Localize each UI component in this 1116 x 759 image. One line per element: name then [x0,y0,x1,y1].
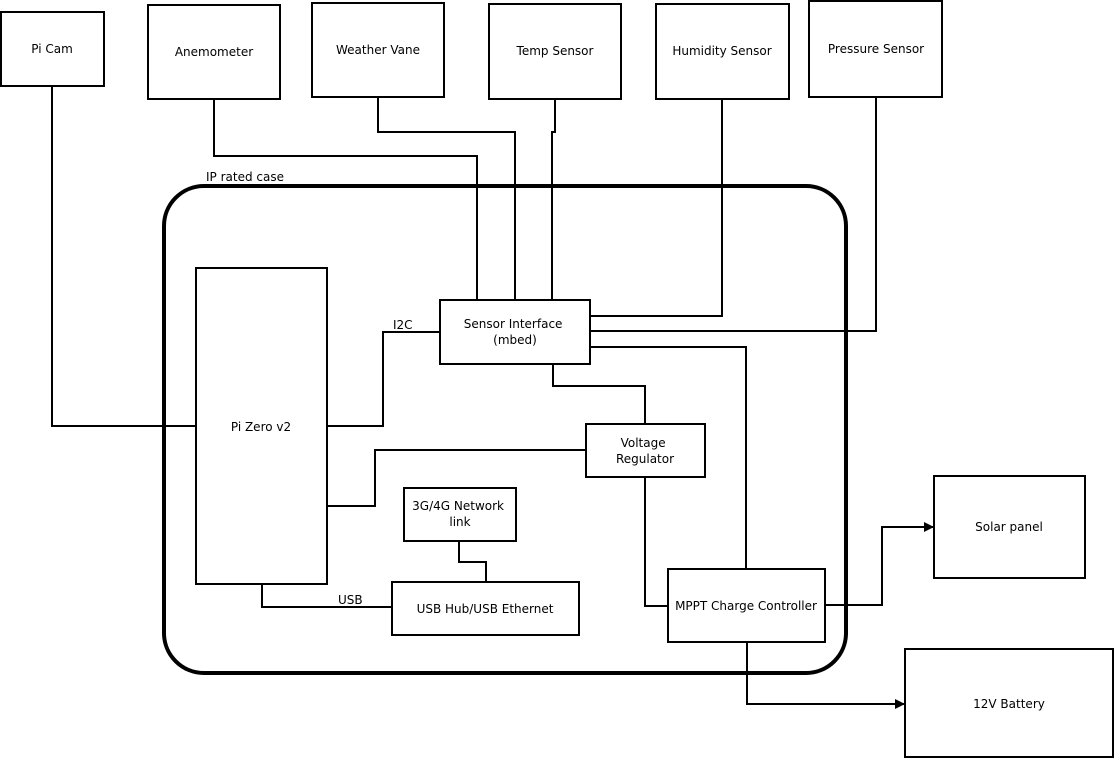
anemometer-label: Anemometer [175,45,253,59]
pi-cam-label: Pi Cam [31,42,73,56]
block-temp-sensor: Temp Sensor [488,3,622,100]
block-humidity-sensor: Humidity Sensor [655,3,790,100]
block-anemometer: Anemometer [147,4,281,100]
humidity-sensor-label: Humidity Sensor [672,44,771,58]
voltage-regulator-line-2: Regulator [616,452,674,466]
wires [51,86,934,709]
battery-label: 12V Battery [973,697,1045,711]
wire-humidity-sensor-interface [590,99,723,317]
block-solar-panel: Solar panel [933,475,1086,579]
case-label: IP rated case [206,170,284,184]
voltage-regulator-line-1: Voltage [621,436,666,450]
wire-i2c [327,331,440,427]
block-pi-cam: Pi Cam [0,11,105,87]
solar-panel-label: Solar panel [975,520,1043,534]
usb-hub-label: USB Hub/USB Ethernet [417,602,554,616]
wire-picam-pizero [51,86,196,427]
block-pi-zero: Pi Zero v2 [195,267,328,585]
block-battery: 12V Battery [904,648,1114,758]
sensor-interface-line-2: (mbed) [493,333,537,347]
network-link-line-2: link [449,515,470,529]
sensor-interface-line-1: Sensor Interface [464,317,563,331]
sensor-interface-label: Sensor Interface (mbed) [464,317,567,347]
wire-pressure-sensor-interface [590,97,877,332]
network-link-line-1: 3G/4G Network [412,499,504,513]
wire-temp-sensor-interface [551,99,556,300]
weather-vane-label: Weather Vane [336,43,420,57]
wire-regulator-mppt [644,477,668,607]
wire-network-usbhub [458,541,487,582]
i2c-label: I2C [393,318,413,332]
block-mppt: MPPT Charge Controller [667,568,826,643]
voltage-regulator-label: Voltage Regulator [616,436,674,466]
block-pressure-sensor: Pressure Sensor [808,0,943,98]
block-voltage-regulator: Voltage Regulator [585,423,706,478]
wire-mppt-battery [746,642,905,709]
wire-mppt-solar [825,522,934,606]
wire-sensor-interface-regulator [552,364,646,424]
network-link-label: 3G/4G Network link [412,499,508,529]
wire-sensor-interface-mppt [590,346,747,569]
ip-rated-case: IP rated case [162,170,848,675]
block-weather-vane: Weather Vane [311,2,445,98]
block-sensor-interface: Sensor Interface (mbed) [439,299,591,365]
wire-usb [261,584,392,608]
pi-zero-label: Pi Zero v2 [231,420,291,434]
mppt-label: MPPT Charge Controller [675,599,817,613]
block-usb-hub: USB Hub/USB Ethernet [391,581,580,636]
wire-regulator-pizero [327,449,586,507]
block-network-link: 3G/4G Network link [403,487,517,542]
pressure-sensor-label: Pressure Sensor [828,42,924,56]
wire-anemometer-sensor-interface [213,99,478,300]
usb-label: USB [338,593,363,607]
temp-sensor-label: Temp Sensor [516,44,594,58]
wire-weathervane-sensor-interface [377,97,516,300]
